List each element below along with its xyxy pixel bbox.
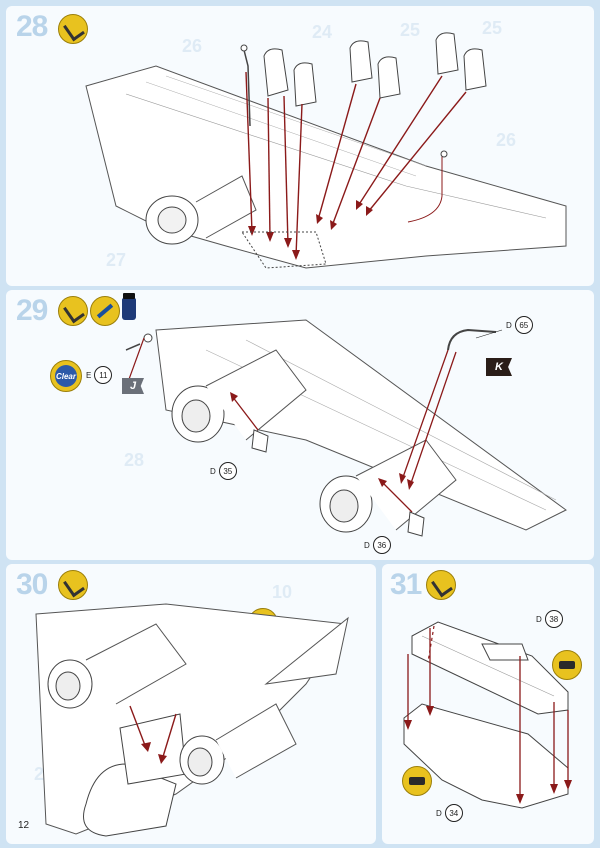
paint-jar-icon xyxy=(122,293,136,320)
part-letter: E xyxy=(86,370,92,380)
part-letter: D xyxy=(436,808,442,818)
glue-tube-icon xyxy=(426,570,456,600)
clear-label: Clear xyxy=(55,365,77,387)
ghost-label: 26 xyxy=(496,130,517,150)
glue-tube-icon xyxy=(58,570,88,600)
ghost-label: 24 xyxy=(312,22,333,42)
page-number: 12 xyxy=(18,820,30,831)
flag-letter: J xyxy=(129,380,137,392)
part-number: 34 xyxy=(444,804,463,822)
glue-tube-icon xyxy=(58,296,88,326)
part-callout-d36: D 36 xyxy=(364,536,391,554)
part-number: 36 xyxy=(372,536,391,554)
part-number: 38 xyxy=(544,610,563,628)
step-31-number: 31 xyxy=(390,568,422,601)
part-callout-d35: D 35 xyxy=(210,462,237,480)
step-30-number: 30 xyxy=(16,568,48,601)
masking-tape-icon xyxy=(402,766,432,796)
part-number: 11 xyxy=(94,366,113,384)
part-letter: D xyxy=(364,540,370,550)
glue-tube-icon xyxy=(58,14,88,44)
step-29-number: 29 xyxy=(16,294,48,327)
decal-flag-k: K xyxy=(486,358,512,376)
step-30-panel: 30 29 10 xyxy=(6,564,376,844)
step-31-panel: 31 D 38 D 34 xyxy=(382,564,594,844)
ghost-label: 26 xyxy=(182,36,203,56)
step-31-drawing xyxy=(403,621,572,809)
part-number: 65 xyxy=(514,316,533,334)
ghost-label: 28 xyxy=(124,450,145,470)
step-28-drawing xyxy=(85,32,567,269)
ghost-label: 27 xyxy=(106,250,127,270)
part-letter: D xyxy=(210,466,216,476)
ghost-label: 25 xyxy=(482,18,503,38)
step-29-panel: 29 28 Clear E 11 D 65 D 35 D 36 xyxy=(6,290,594,560)
step-28-number: 28 xyxy=(16,10,48,43)
part-number: 35 xyxy=(218,462,237,480)
part-callout-d65: D 65 xyxy=(506,316,533,334)
ghost-label: 10 xyxy=(272,582,293,602)
part-callout-d34: D 34 xyxy=(436,804,463,822)
step-29-drawing xyxy=(125,319,567,537)
part-callout-e11: E 11 xyxy=(86,366,113,384)
flag-letter: K xyxy=(495,361,503,373)
part-letter: D xyxy=(536,614,542,624)
decal-flag-j: J xyxy=(122,378,144,394)
step-28-panel: 28 26 24 25 25 26 27 xyxy=(6,6,594,286)
masking-tape-icon xyxy=(552,650,582,680)
step-30-drawing xyxy=(35,603,349,837)
clear-paint-badge: Clear xyxy=(50,360,82,392)
ghost-label: 25 xyxy=(400,20,421,40)
paintbrush-icon xyxy=(90,296,120,326)
part-letter: D xyxy=(506,320,512,330)
part-callout-d38: D 38 xyxy=(536,610,563,628)
